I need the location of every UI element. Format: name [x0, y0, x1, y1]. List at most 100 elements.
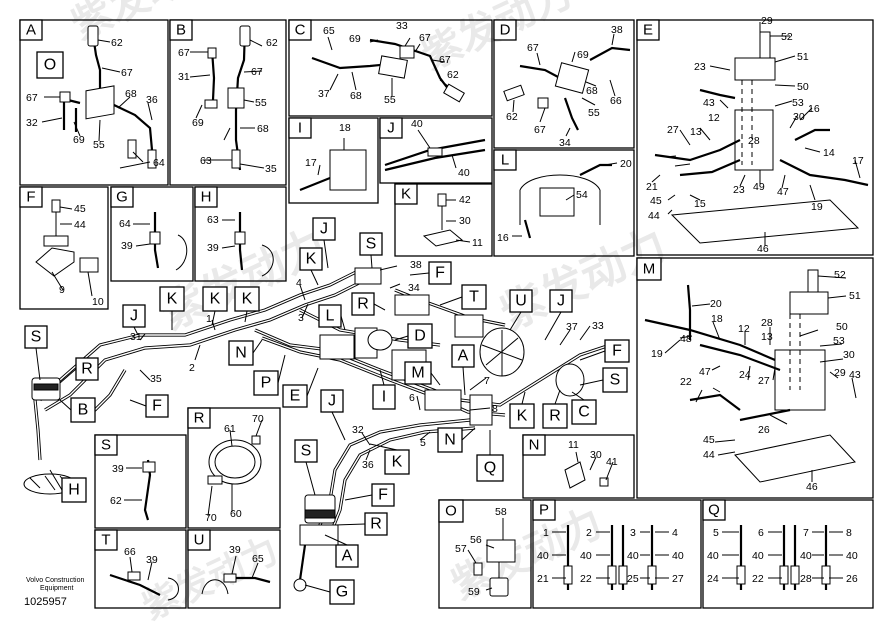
- panel-f-header: F: [19, 186, 43, 208]
- svg-text:6: 6: [758, 527, 764, 539]
- svg-text:J: J: [320, 221, 328, 238]
- callout-q[interactable]: Q: [476, 454, 504, 482]
- callout-r-3[interactable]: R: [364, 512, 388, 536]
- panel-g-header: G: [110, 186, 134, 208]
- svg-text:40: 40: [800, 550, 812, 562]
- callout-c[interactable]: C: [571, 399, 597, 425]
- callout-r[interactable]: R: [351, 292, 375, 316]
- callout-a-2[interactable]: A: [335, 544, 359, 568]
- callout-f-3[interactable]: F: [371, 483, 395, 507]
- svg-text:62: 62: [506, 111, 518, 123]
- callout-r-4[interactable]: R: [75, 357, 99, 381]
- callout-g[interactable]: G: [329, 579, 355, 605]
- svg-text:1: 1: [206, 313, 212, 325]
- svg-text:19: 19: [811, 201, 823, 213]
- svg-text:30: 30: [459, 215, 471, 227]
- callout-f-2[interactable]: F: [604, 339, 630, 363]
- svg-text:36: 36: [146, 94, 158, 106]
- svg-text:8: 8: [492, 403, 498, 415]
- svg-text:21: 21: [646, 181, 658, 193]
- svg-text:40: 40: [846, 550, 858, 562]
- svg-text:51: 51: [849, 290, 861, 302]
- callout-t[interactable]: T: [461, 284, 487, 310]
- svg-text:K: K: [401, 186, 411, 203]
- callout-k-4[interactable]: K: [234, 286, 260, 312]
- svg-text:58: 58: [495, 506, 507, 518]
- panel-t-frame: [94, 529, 187, 609]
- svg-text:24: 24: [707, 573, 719, 585]
- svg-text:67: 67: [26, 92, 38, 104]
- callout-a[interactable]: A: [451, 344, 475, 368]
- panel-d-header: D: [493, 19, 517, 41]
- callout-k-6[interactable]: K: [384, 449, 410, 475]
- svg-text:T: T: [101, 532, 110, 549]
- svg-text:26: 26: [758, 424, 770, 436]
- panel-s-frame: [94, 434, 187, 529]
- callout-b[interactable]: B: [70, 397, 96, 423]
- callout-j-3[interactable]: J: [122, 304, 146, 328]
- callout-p[interactable]: P: [253, 370, 279, 396]
- panel-b-header: B: [169, 19, 193, 41]
- callout-s-4[interactable]: S: [24, 325, 48, 349]
- callout-j[interactable]: J: [312, 217, 336, 241]
- callout-d[interactable]: D: [407, 323, 433, 349]
- panel-a-inner-label: O: [36, 51, 64, 79]
- panel-m: 52 51 20 18 12 28 50 13 53 30 19 48 47 2…: [644, 269, 861, 493]
- callout-i[interactable]: I: [372, 384, 396, 410]
- svg-text:68: 68: [586, 85, 598, 97]
- callout-k-3[interactable]: K: [202, 286, 228, 312]
- callout-f[interactable]: F: [428, 261, 452, 285]
- svg-text:67: 67: [121, 67, 133, 79]
- solenoid-valve: [734, 57, 776, 81]
- callout-u[interactable]: U: [509, 289, 533, 313]
- callout-n-2[interactable]: N: [437, 427, 463, 453]
- callout-h[interactable]: H: [61, 477, 87, 503]
- svg-text:20: 20: [620, 158, 632, 170]
- svg-text:46: 46: [806, 481, 818, 493]
- callout-j-2[interactable]: J: [549, 289, 573, 313]
- callout-l[interactable]: L: [318, 304, 342, 328]
- svg-text:D: D: [500, 22, 511, 39]
- svg-text:M: M: [643, 261, 656, 278]
- svg-text:22: 22: [752, 573, 764, 585]
- callout-k-5[interactable]: K: [509, 403, 535, 429]
- svg-text:22: 22: [580, 573, 592, 585]
- callout-s[interactable]: S: [359, 232, 383, 256]
- callout-s-2[interactable]: S: [602, 367, 628, 393]
- callout-f-4[interactable]: F: [145, 394, 169, 418]
- panel-r-header: R: [187, 407, 211, 429]
- svg-text:4: 4: [672, 527, 678, 539]
- svg-text:S: S: [301, 443, 312, 460]
- svg-text:18: 18: [711, 313, 723, 325]
- callout-s-3[interactable]: S: [294, 439, 318, 463]
- callout-r-2[interactable]: R: [542, 403, 568, 429]
- svg-text:17: 17: [852, 155, 864, 167]
- svg-text:47: 47: [699, 366, 711, 378]
- svg-text:16: 16: [497, 232, 509, 244]
- callout-k[interactable]: K: [299, 247, 323, 271]
- svg-text:67: 67: [439, 54, 451, 66]
- svg-text:M: M: [411, 365, 424, 382]
- svg-text:70: 70: [205, 512, 217, 524]
- svg-text:27: 27: [672, 573, 684, 585]
- svg-text:67: 67: [251, 66, 263, 78]
- callout-j-4[interactable]: J: [320, 389, 344, 413]
- callout-n[interactable]: N: [228, 340, 254, 366]
- svg-text:B: B: [176, 22, 186, 39]
- svg-text:69: 69: [577, 49, 589, 61]
- callout-e[interactable]: E: [282, 384, 308, 408]
- svg-text:40: 40: [458, 167, 470, 179]
- callout-m[interactable]: M: [404, 361, 432, 385]
- svg-text:49: 49: [753, 181, 765, 193]
- svg-text:55: 55: [588, 107, 600, 119]
- svg-text:65: 65: [252, 553, 264, 565]
- svg-text:40: 40: [752, 550, 764, 562]
- svg-text:K: K: [392, 454, 403, 471]
- callout-k-2[interactable]: K: [159, 286, 185, 312]
- panel-c-frame: [288, 19, 493, 117]
- svg-text:69: 69: [349, 33, 361, 45]
- svg-text:K: K: [517, 408, 528, 425]
- svg-text:52: 52: [781, 31, 793, 43]
- svg-text:13: 13: [761, 331, 773, 343]
